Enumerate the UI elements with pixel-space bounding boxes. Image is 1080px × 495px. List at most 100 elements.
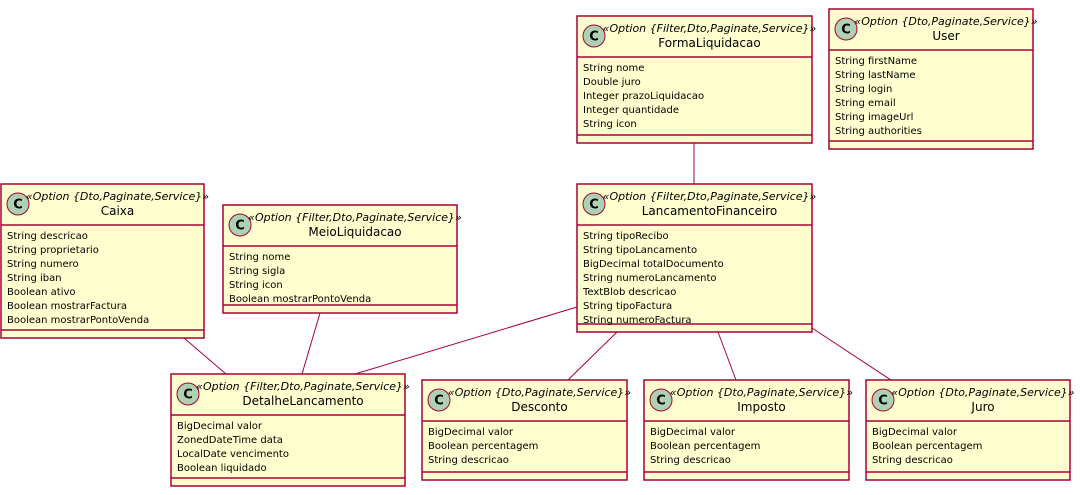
class-stereotype: «Option {Dto,Paginate,Service}» (854, 15, 1037, 28)
class-circle-letter: C (589, 198, 599, 213)
class-attribute: String descricao (428, 455, 509, 466)
class-box (865, 379, 1071, 481)
class-circle-icon (427, 388, 451, 412)
link-lancamentofinanceiro-juro (811, 327, 892, 381)
class-attribute: String firstName (835, 56, 917, 67)
class-circle-icon (228, 213, 252, 237)
class-name: Desconto (511, 400, 567, 414)
class-attribute: BigDecimal valor (872, 427, 958, 438)
class-attribute: Boolean mostrarPontoVenda (229, 294, 371, 305)
class-stereotype: «Option {Filter,Dto,Paginate,Service}» (603, 22, 817, 35)
class-forma-liquidacao: C «Option {Filter,Dto,Paginate,Service}»F… (576, 15, 817, 144)
class-attribute: String descricao (872, 455, 953, 466)
class-attribute: String email (835, 98, 896, 109)
class-box (421, 379, 628, 481)
class-attribute: String authorities (835, 126, 922, 137)
class-circle-letter: C (656, 394, 666, 409)
class-stereotype: «Option {Dto,Paginate,Service}» (670, 386, 853, 399)
class-circle-letter: C (878, 394, 888, 409)
class-attribute: String tipoRecibo (583, 231, 669, 242)
link-lancamentofinanceiro-detalhelancamento (354, 306, 578, 375)
class-attribute: String numeroLancamento (583, 273, 717, 284)
class-name: MeioLiquidacao (308, 225, 401, 239)
class-attribute: Boolean mostrarFactura (7, 301, 127, 312)
class-box (828, 8, 1034, 150)
class-name: DetalheLancamento (242, 394, 363, 408)
class-attribute: String iban (7, 273, 62, 284)
class-circle-icon (871, 388, 895, 412)
class-attribute: String proprietario (7, 245, 99, 256)
class-stereotype: «Option {Filter,Dto,Paginate,Service}» (603, 190, 817, 203)
class-box (576, 183, 813, 333)
link-lancamentofinanceiro-desconto (567, 331, 618, 381)
class-attribute: String lastName (835, 70, 916, 81)
class-circle-icon (582, 24, 606, 48)
class-stereotype: «Option {Dto,Paginate,Service}» (448, 386, 631, 399)
class-attribute: Boolean mostrarPontoVenda (7, 315, 149, 326)
class-attribute: String numero (7, 259, 79, 270)
class-box (0, 183, 205, 339)
link-meioliquidacao-detalhelancamento (301, 312, 321, 375)
class-attribute: String icon (583, 119, 637, 130)
class-juro: C«Option {Dto,Paginate,Service}»JuroBigD… (865, 379, 1075, 481)
class-circle-letter: C (841, 23, 851, 38)
class-attribute: BigDecimal valor (177, 421, 263, 432)
class-stereotype: «Option {Filter,Dto,Paginate,Service}» (196, 380, 410, 393)
class-attribute: Integer quantidade (583, 105, 679, 116)
class-attribute: String tipoFactura (583, 301, 672, 312)
class-attribute: LocalDate vencimento (177, 449, 289, 460)
class-attribute: String login (835, 84, 892, 95)
class-lancamento-financeiro: C «Option {Filter,Dto,Paginate,Service}»L… (576, 183, 817, 333)
class-attribute: Boolean percentagem (872, 441, 982, 452)
class-attribute: String nome (583, 63, 644, 74)
class-caixa: C«Option {Dto,Paginate,Service}»CaixaStr… (0, 183, 209, 339)
class-attribute: String imageUrl (835, 112, 913, 123)
class-name: LancamentoFinanceiro (642, 204, 778, 218)
class-attribute: Integer prazoLiquidacao (583, 91, 704, 102)
class-attribute: String icon (229, 280, 283, 291)
class-circle-letter: C (434, 394, 444, 409)
class-circle-icon (176, 382, 200, 406)
class-circle-icon (834, 17, 858, 41)
class-stereotype: «Option {Dto,Paginate,Service}» (891, 386, 1074, 399)
class-name: User (932, 29, 959, 43)
class-box (576, 15, 813, 144)
class-circle-letter: C (183, 388, 193, 403)
class-attribute: BigDecimal valor (428, 427, 514, 438)
class-attribute: BigDecimal totalDocumento (583, 259, 724, 270)
class-boxes: C«Option {Filter,Dto,Paginate,Service}»F… (0, 8, 1075, 487)
class-attribute: BigDecimal valor (650, 427, 736, 438)
class-attribute: Boolean ativo (7, 287, 76, 298)
link-lancamentofinanceiro-imposto (717, 331, 737, 381)
class-meio-liquidacao: C«Option {Filter,Dto,Paginate,Service}»M… (222, 204, 462, 314)
class-name: Caixa (101, 204, 135, 218)
class-stereotype: «Option {Filter,Dto,Paginate,Service}» (248, 211, 462, 224)
class-name: Juro (970, 400, 994, 414)
class-circle-letter: C (235, 219, 245, 234)
class-box (170, 373, 406, 487)
class-attribute: Double juro (583, 77, 641, 88)
class-name: Imposto (737, 400, 786, 414)
class-attribute: Boolean percentagem (428, 441, 538, 452)
class-attribute: String nome (229, 252, 290, 263)
class-desconto: C «Option {Dto,Paginate,Service}»Desconto… (421, 379, 631, 481)
class-box (222, 204, 458, 314)
class-attribute: String numeroFactura (583, 315, 692, 326)
class-name: FormaLiquidacao (658, 36, 760, 50)
class-circle-icon (6, 192, 30, 216)
class-attribute: TextBlob descricao (582, 287, 676, 298)
class-attribute: Boolean liquidado (177, 463, 267, 474)
class-circle-letter: C (13, 198, 23, 213)
association-links (183, 143, 892, 381)
class-attribute: String descricao (650, 455, 731, 466)
class-attribute: String descricao (7, 231, 88, 242)
link-caixa-detalhelancamento (183, 337, 227, 375)
class-circle-icon (649, 388, 673, 412)
class-attribute: String tipoLancamento (583, 245, 697, 256)
class-attribute: ZonedDateTime data (177, 435, 283, 446)
class-circle-letter: C (589, 30, 599, 45)
class-user: C«Option {Dto,Paginate,Service}»UserStri… (828, 8, 1038, 150)
class-attribute: Boolean percentagem (650, 441, 760, 452)
class-imposto: C «Option {Dto,Paginate,Service}»ImpostoB… (643, 379, 853, 481)
